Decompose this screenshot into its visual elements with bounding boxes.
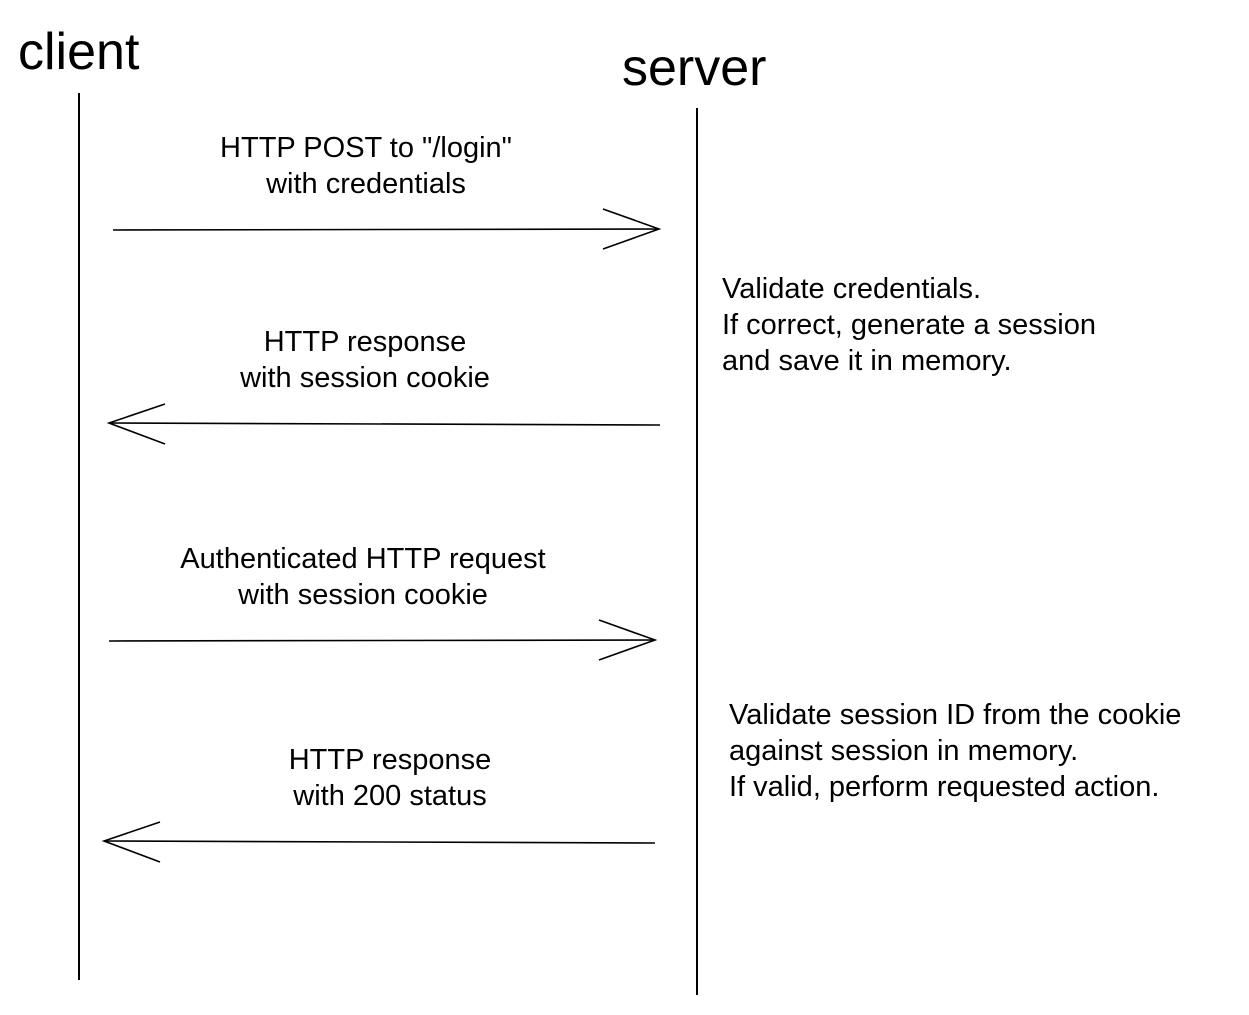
message-arrow-4 (101, 821, 656, 863)
message-label-line: with 200 status (293, 780, 487, 812)
message-label-line: with session cookie (238, 579, 488, 611)
message-label-line: with credentials (266, 168, 466, 200)
message-label-line: Authenticated HTTP request (180, 543, 546, 575)
note-line: Validate session ID from the cookie (729, 699, 1182, 731)
message-label-line: with session cookie (240, 362, 490, 394)
message-arrow-2 (106, 403, 661, 445)
message-label-2: HTTP response with session cookie (222, 324, 508, 396)
message-label-line: HTTP POST to "/login" (220, 132, 512, 164)
note-line: against session in memory. (729, 735, 1079, 767)
note-line: If valid, perform requested action. (729, 771, 1160, 803)
message-label-4: HTTP response with 200 status (270, 742, 510, 814)
server-note-1: Validate credentials. If correct, genera… (722, 271, 1096, 379)
message-arrow-3 (108, 619, 658, 661)
note-line: and save it in memory. (722, 345, 1012, 377)
client-label: client (18, 23, 140, 81)
message-label-1: HTTP POST to "/login" with credentials (200, 130, 532, 202)
message-label-line: HTTP response (288, 744, 492, 776)
note-line: Validate credentials. (722, 273, 982, 305)
message-arrow-1 (112, 208, 662, 250)
note-line: If correct, generate a session (722, 309, 1096, 341)
server-note-2: Validate session ID from the cookie agai… (729, 697, 1181, 805)
server-label: server (622, 39, 767, 97)
message-label-line: HTTP response (263, 326, 467, 358)
message-label-3: Authenticated HTTP request with session … (152, 541, 574, 613)
